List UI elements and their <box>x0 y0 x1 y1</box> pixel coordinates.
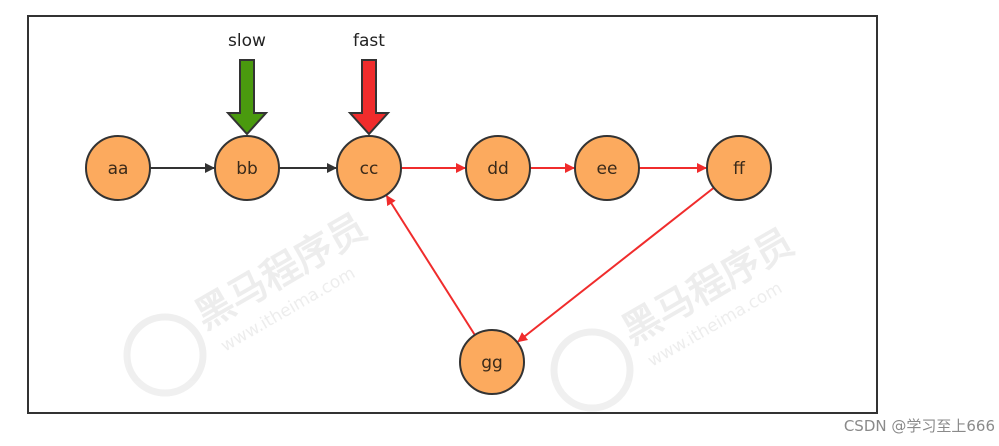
edges <box>150 163 715 343</box>
node-aa: aa <box>85 135 151 201</box>
watermark-logo-icon <box>123 313 207 397</box>
node-label: ee <box>597 159 618 179</box>
nodes: aa bb cc dd ee ff gg <box>85 135 772 395</box>
fast-pointer-label: fast <box>353 31 385 51</box>
edge-ff-gg <box>517 186 715 343</box>
node-cc: cc <box>336 135 402 201</box>
node-dd: dd <box>465 135 531 201</box>
node-ee: ee <box>574 135 640 201</box>
csdn-credit: CSDN @学习至上666 <box>843 417 995 435</box>
node-ff: ff <box>706 135 772 201</box>
watermark-right: 黑马程序员 www.itheima.com <box>550 220 801 412</box>
node-label: ff <box>733 159 746 179</box>
pointers: slow fast <box>225 31 391 136</box>
node-circle <box>85 135 151 201</box>
edge-gg-cc <box>385 195 476 336</box>
node-circle <box>574 135 640 201</box>
watermark-left: 黑马程序员 www.itheima.com <box>123 205 374 397</box>
node-circle <box>214 135 280 201</box>
node-label: cc <box>360 159 379 179</box>
fast-pointer-arrow-icon <box>347 59 391 136</box>
fast-pointer: fast <box>347 31 391 136</box>
node-label: aa <box>108 159 129 179</box>
slow-pointer: slow <box>225 31 269 136</box>
node-bb: bb <box>214 135 280 201</box>
node-label: gg <box>481 353 503 373</box>
node-circle <box>465 135 531 201</box>
node-label: dd <box>487 159 509 179</box>
slow-pointer-label: slow <box>228 31 266 51</box>
node-circle <box>706 135 772 201</box>
watermark-logo-icon <box>550 328 634 412</box>
node-circle <box>459 329 525 395</box>
node-circle <box>336 135 402 201</box>
node-label: bb <box>236 159 258 179</box>
diagram-frame <box>27 15 878 414</box>
slow-pointer-arrow-icon <box>225 59 269 136</box>
node-gg: gg <box>459 329 525 395</box>
